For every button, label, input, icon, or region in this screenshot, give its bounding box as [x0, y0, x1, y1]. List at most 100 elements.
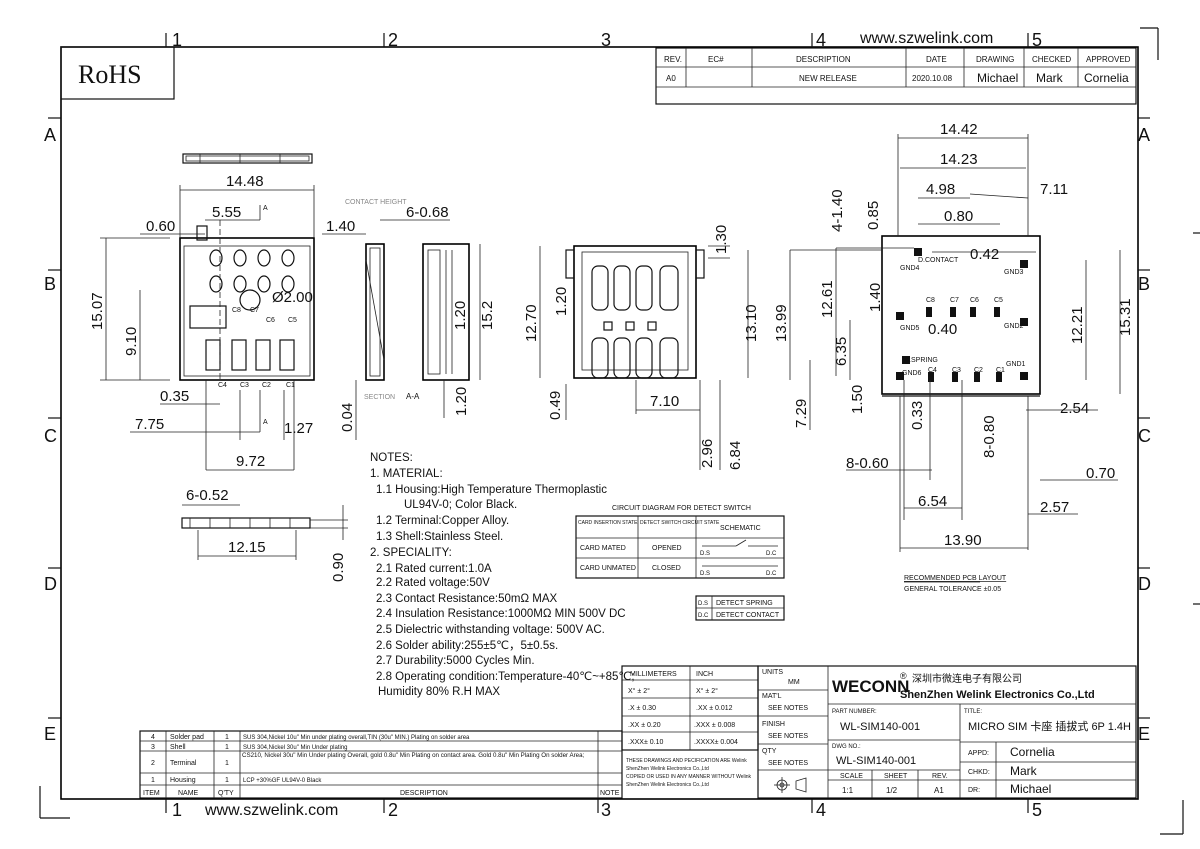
svg-text:GND1: GND1 [1006, 361, 1026, 368]
bom-terminal-description: CS210, Nickel 30u" Min Under plating Ove… [242, 752, 585, 759]
svg-text:3: 3 [151, 744, 155, 751]
svg-text:Cornelia: Cornelia [1084, 71, 1129, 85]
svg-text:DETECT CONTACT: DETECT CONTACT [716, 612, 780, 619]
svg-text:1: 1 [225, 777, 229, 784]
svg-text:X° ± 2°: X° ± 2° [628, 687, 650, 695]
col-label-3-bottom: 3 [601, 800, 611, 820]
svg-text:1: 1 [151, 777, 155, 784]
row-label-e: E [44, 724, 56, 744]
svg-text:Housing: Housing [170, 777, 196, 784]
view-section: 1.40 CONTACT HEIGHT 6-0.68 SECTION A-A 0… [322, 199, 450, 440]
svg-text:GND5: GND5 [900, 325, 920, 332]
svg-text:1.40: 1.40 [867, 283, 884, 312]
svg-text:A: A [263, 419, 268, 426]
notes-block: NOTES: 1. MATERIAL: 1.1 Housing:High Tem… [370, 452, 635, 698]
svg-text:NEW RELEASE: NEW RELEASE [799, 74, 857, 83]
svg-text:1.2 Terminal:Copper Alloy.: 1.2 Terminal:Copper Alloy. [376, 515, 509, 527]
svg-text:.XX ± 0.20: .XX ± 0.20 [628, 722, 661, 729]
revision-table: REV. EC# DESCRIPTION DATE DRAWING CHECKE… [655, 47, 1137, 105]
svg-text:CARD INSERTION STATE: CARD INSERTION STATE [578, 520, 638, 526]
svg-text:D.C: D.C [766, 551, 777, 557]
svg-text:7.11: 7.11 [1040, 181, 1068, 198]
svg-text:2.57: 2.57 [1040, 499, 1069, 516]
rohs-box [60, 46, 175, 100]
tolerance-table: MILLIMETERS INCH X° ± 2° X° ± 2° .X ± 0.… [621, 665, 759, 788]
circuit-diagram: CIRCUIT DIAGRAM FOR DETECT SWITCH CARD I… [575, 505, 785, 621]
svg-text:GND2: GND2 [1004, 323, 1024, 330]
svg-text:FINISH: FINISH [762, 721, 785, 728]
svg-text:CHECKED: CHECKED [1032, 55, 1071, 64]
svg-text:C6: C6 [266, 317, 275, 324]
svg-text:1: 1 [225, 734, 229, 741]
svg-text:12.15: 12.15 [228, 539, 266, 556]
svg-text:Q'TY: Q'TY [218, 790, 234, 797]
svg-text:MILLIMETERS: MILLIMETERS [630, 671, 677, 678]
svg-text:DWG NO.:: DWG NO.: [832, 744, 861, 750]
svg-text:DRAWING: DRAWING [976, 55, 1014, 64]
row-label-a-right: A [1138, 125, 1150, 145]
col-label-5-bottom: 5 [1032, 800, 1042, 820]
row-label-a: A [44, 125, 56, 145]
svg-text:14.48: 14.48 [226, 173, 264, 190]
svg-text:1:1: 1:1 [842, 786, 854, 795]
row-label-d-right: D [1138, 574, 1151, 594]
svg-text:DETECT SPRING: DETECT SPRING [716, 600, 773, 607]
col-label-1: 1 [172, 30, 182, 50]
svg-text:WL-SIM140-001: WL-SIM140-001 [840, 721, 920, 733]
svg-text:PART NUMBER:: PART NUMBER: [832, 709, 877, 715]
svg-text:6.54: 6.54 [918, 493, 947, 510]
svg-text:2. SPECIALITY:: 2. SPECIALITY: [370, 547, 452, 559]
svg-text:EC#: EC# [708, 55, 724, 64]
svg-text:GND4: GND4 [900, 265, 920, 272]
view-side: 1.20 15.2 1.20 [422, 243, 496, 418]
svg-text:SCHEMATIC: SCHEMATIC [720, 525, 761, 532]
svg-text:NOTE: NOTE [600, 790, 620, 797]
svg-text:15.2: 15.2 [479, 301, 496, 330]
svg-text:7.29: 7.29 [793, 399, 810, 428]
svg-text:INCH: INCH [696, 671, 713, 678]
svg-text:0.42: 0.42 [970, 246, 999, 263]
svg-text:CLOSED: CLOSED [652, 565, 681, 572]
svg-text:2.5 Dielectric withstanding vo: 2.5 Dielectric withstanding voltage: 500… [376, 624, 605, 636]
row-label-b-right: B [1138, 274, 1150, 294]
svg-text:0.40: 0.40 [928, 321, 957, 338]
svg-text:THESE DRAWINGS AND PECIFICATIO: THESE DRAWINGS AND PECIFICATION ARE Weli… [626, 758, 747, 764]
svg-text:1.20: 1.20 [452, 301, 469, 330]
svg-text:2.3 Contact Resistance:50mΩ MA: 2.3 Contact Resistance:50mΩ MAX [376, 593, 558, 605]
svg-text:4: 4 [151, 734, 155, 741]
svg-text:深圳市微连电子有限公司: 深圳市微连电子有限公司 [912, 672, 1022, 685]
svg-text:14.23: 14.23 [940, 151, 978, 168]
svg-text:15.07: 15.07 [89, 292, 106, 330]
svg-text:0.33: 0.33 [909, 401, 926, 430]
svg-text:0.49: 0.49 [547, 391, 564, 420]
svg-text:8-0.60: 8-0.60 [846, 455, 889, 472]
svg-text:2020.10.08: 2020.10.08 [912, 74, 953, 83]
svg-text:2: 2 [151, 760, 155, 767]
svg-text:A: A [263, 205, 268, 212]
svg-text:C4: C4 [218, 382, 227, 389]
drawing-frame [60, 46, 1139, 800]
svg-text:C7: C7 [950, 297, 959, 304]
svg-text:Cornelia: Cornelia [1010, 745, 1055, 759]
svg-text:D.S: D.S [700, 571, 710, 577]
svg-text:C3: C3 [240, 382, 249, 389]
svg-text:REV.: REV. [664, 55, 682, 64]
svg-text:0.70: 0.70 [1086, 465, 1115, 482]
svg-text:ITEM: ITEM [143, 790, 160, 797]
svg-text:MM: MM [788, 679, 800, 686]
pcb-dimensions: 14.42 14.23 4.98 7.11 0.80 4-1.40 0.85 0… [773, 121, 1134, 593]
svg-text:COPIED OR USED IN ANY MANNER W: COPIED OR USED IN ANY MANNER WITHOUT Wel… [626, 774, 752, 780]
svg-text:ShenZhen Welink Electronics Co: ShenZhen Welink Electronics Co.,Ltd [900, 689, 1095, 701]
svg-text:.X ± 0.30: .X ± 0.30 [628, 705, 656, 712]
svg-text:Michael: Michael [977, 71, 1018, 85]
svg-text:13.99: 13.99 [773, 304, 790, 342]
view-bottom-edge: 6-0.52 12.15 0.90 [181, 487, 348, 582]
pcb-pads [896, 248, 1028, 382]
svg-text:15.31: 15.31 [1117, 298, 1134, 336]
svg-text:C1: C1 [996, 367, 1005, 374]
svg-text:C7: C7 [250, 307, 259, 314]
svg-text:SUS 304,Nickel 30u" Min Under: SUS 304,Nickel 30u" Min Under plating [243, 745, 348, 751]
svg-text:A-A: A-A [406, 392, 420, 401]
svg-text:14.42: 14.42 [940, 121, 978, 138]
col-label-3: 3 [601, 30, 611, 50]
